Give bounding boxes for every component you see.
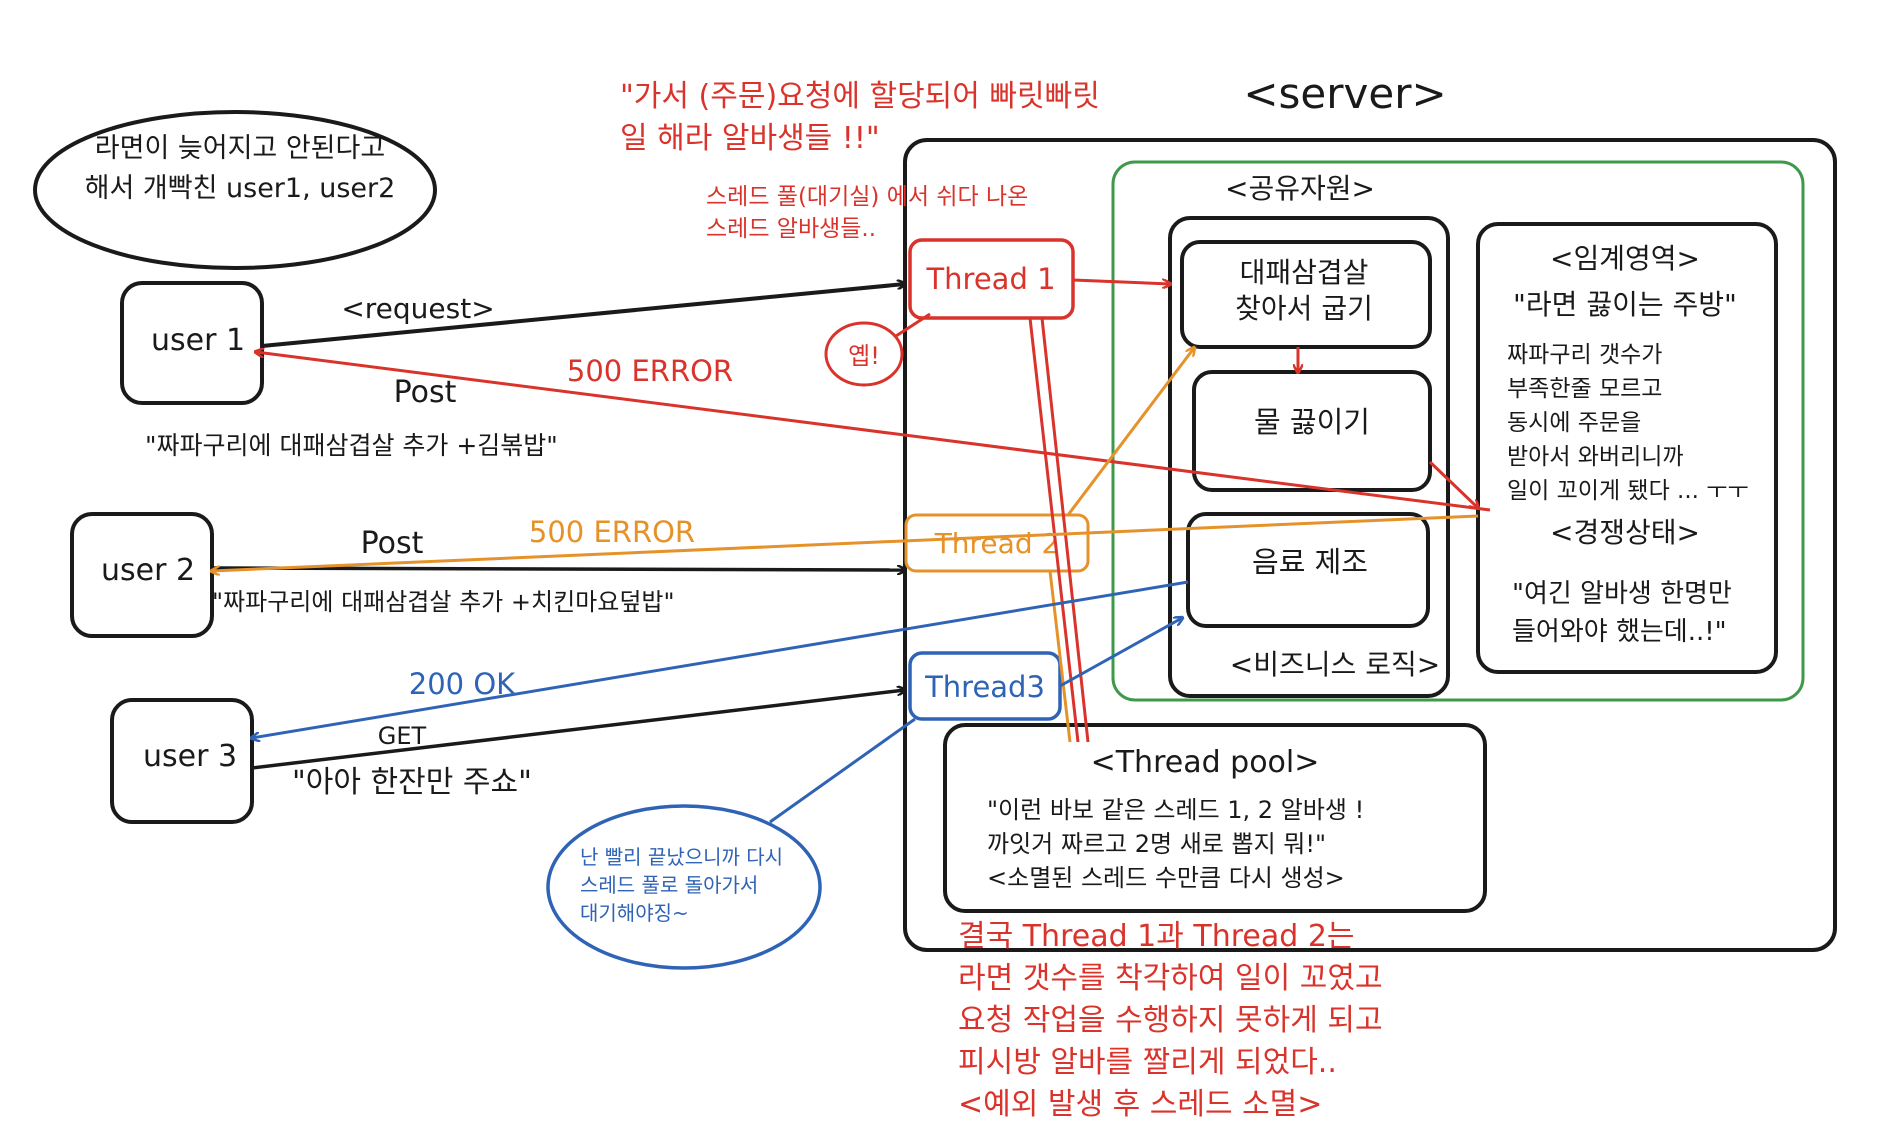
thread-2-box xyxy=(904,513,1090,573)
shared-resource-box xyxy=(1111,160,1805,702)
user-1-box xyxy=(120,281,264,405)
thread-pool-title: <Thread pool> xyxy=(1091,745,1320,780)
user-1-order: "짜파구리에 대패삼겹살 추가 +김볶밥" xyxy=(145,431,558,460)
user-3-response: 200 OK xyxy=(409,667,516,701)
thread-1-box xyxy=(908,238,1075,320)
thread-pool-line3: <소멸된 스레드 수만큼 다시 생성> xyxy=(987,864,1345,892)
critical-section-box xyxy=(1476,222,1778,674)
thread-pool-box xyxy=(943,723,1487,913)
user-1-response: 500 ERROR xyxy=(567,354,733,388)
thread3-note-line3: 대기해야징~ xyxy=(580,901,689,925)
yep-link xyxy=(895,312,931,338)
thread-pool-line1: "이런 바보 같은 스레드 1, 2 알바생 ! xyxy=(987,796,1364,824)
task-pork-line2: 찾아서 굽기 xyxy=(1235,292,1373,325)
thread1-to-pork-arrow xyxy=(1072,278,1170,284)
user-2-response: 500 ERROR xyxy=(529,515,695,549)
task-boil-label: 물 끓이기 xyxy=(1254,405,1370,439)
thread3-note-line1: 난 빨리 끝났으니까 다시 xyxy=(580,845,783,869)
thread-2-label: Thread 2 xyxy=(934,527,1060,560)
error-arrow-user2 xyxy=(212,514,1479,571)
angry-users-line1: 라면이 늦어지고 안된다고 xyxy=(95,133,385,164)
error-arrow-user1 xyxy=(256,352,1491,512)
critical-desc-3: 동시에 주문을 xyxy=(1507,410,1641,436)
race-quote-2: 들어와야 했는데..!" xyxy=(1512,617,1727,647)
request-label: <request> xyxy=(341,292,494,325)
business-logic-label: <비즈니스 로직> xyxy=(1230,648,1440,681)
critical-desc-4: 받아서 와버리니까 xyxy=(1507,444,1684,470)
business-logic-box xyxy=(1168,216,1450,698)
thread3-to-note-line xyxy=(769,717,916,824)
thread3-to-drink-arrow xyxy=(1059,618,1182,688)
bottom-note-line3: 요청 작업을 수행하지 못하게 되고 xyxy=(958,1003,1383,1038)
race-condition-title: <경쟁상태> xyxy=(1550,516,1700,549)
thread-1-label: Thread 1 xyxy=(925,262,1055,296)
task-boil-box xyxy=(1192,370,1432,492)
task-pork-box xyxy=(1180,240,1432,349)
task-drink-label: 음료 제조 xyxy=(1252,545,1368,579)
user-3-order: "아아 한잔만 주쇼" xyxy=(292,765,532,800)
critical-desc-5: 일이 꼬이게 됐다 ... ㅜㅜ xyxy=(1507,478,1749,504)
user-1-label: user 1 xyxy=(151,323,245,358)
task-pork-line1: 대패삼겹살 xyxy=(1240,256,1369,289)
bottom-note-line2: 라면 갯수를 착각하여 일이 꼬였고 xyxy=(958,961,1383,996)
yep-bubble xyxy=(824,321,904,387)
thread-pool-line2: 까잇거 짜르고 2명 새로 뽑지 뭐!" xyxy=(987,830,1326,858)
critical-section-subtitle: "라면 끓이는 주방" xyxy=(1513,288,1737,321)
boil-to-critical-arrow xyxy=(1428,460,1478,508)
server-title: <server> xyxy=(1243,69,1446,118)
thread2-to-pool-line xyxy=(1048,570,1072,743)
request-arrow-user1 xyxy=(261,284,905,348)
yep-label: 옙! xyxy=(848,342,880,370)
user-2-order: "짜파구리에 대패삼겹살 추가 +치킨마요덮밥" xyxy=(212,588,675,616)
thread3-note-line2: 스레드 풀로 돌아가서 xyxy=(580,873,758,897)
user-2-method: Post xyxy=(361,526,424,561)
ok-arrow-user3 xyxy=(252,580,1189,738)
shared-resource-title: <공유자원> xyxy=(1225,172,1375,205)
bottom-note-line4: 피시방 알바를 짤리게 되었다.. xyxy=(958,1045,1337,1080)
user-2-label: user 2 xyxy=(101,553,195,588)
thread1-to-pool-line-a xyxy=(1028,317,1080,743)
critical-section-title: <임계영역> xyxy=(1550,242,1700,275)
task-drink-box xyxy=(1186,512,1430,628)
sub-note-line2: 스레드 알바생들.. xyxy=(706,216,876,242)
thread-3-label: Thread3 xyxy=(924,670,1045,704)
request-arrow-user2 xyxy=(211,568,905,570)
user-3-label: user 3 xyxy=(143,739,237,774)
top-note-line2: 일 해라 알바생들 !!" xyxy=(620,121,880,156)
critical-desc-1: 짜파구리 갯수가 xyxy=(1507,342,1662,368)
request-arrow-user3 xyxy=(251,690,905,770)
angry-users-ellipse xyxy=(33,110,437,270)
bottom-note-line5: <예외 발생 후 스레드 소멸> xyxy=(958,1087,1322,1122)
bottom-note-line1: 결국 Thread 1과 Thread 2는 xyxy=(958,919,1355,954)
top-note-line1: "가서 (주문)요청에 할당되어 빠릿빠릿 xyxy=(620,79,1100,114)
critical-desc-2: 부족한줄 모르고 xyxy=(1507,376,1662,402)
thread2-to-pork-arrow xyxy=(1066,348,1194,516)
user-3-box xyxy=(110,698,254,824)
user-1-method: Post xyxy=(394,375,457,410)
sub-note-line1: 스레드 풀(대기실) 에서 쉬다 나온 xyxy=(706,184,1028,210)
thread3-note-ellipse xyxy=(546,804,822,970)
angry-users-line2: 해서 개빡친 user1, user2 xyxy=(85,173,396,204)
thread1-to-pool-line-b xyxy=(1040,317,1090,743)
race-quote-1: "여긴 알바생 한명만 xyxy=(1512,579,1732,609)
user-3-method: GET xyxy=(378,722,427,750)
